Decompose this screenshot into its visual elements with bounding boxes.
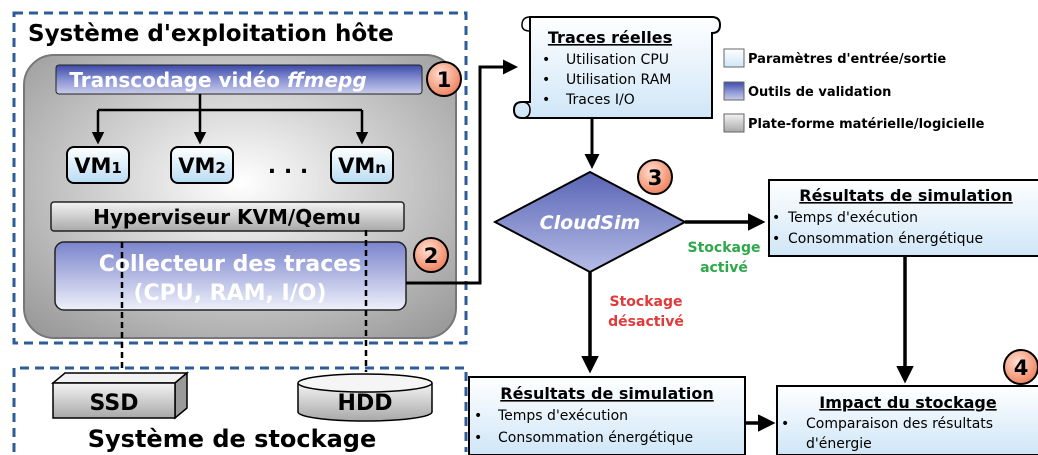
- vm-2: VM2: [170, 146, 234, 184]
- results-off-title: Résultats de simulation: [500, 384, 714, 403]
- transcoding-label: Transcodage vidéo ffmepg: [69, 68, 366, 92]
- vm-1: VM1: [66, 146, 130, 184]
- results-on-box: [768, 179, 1038, 257]
- results-off-bullet-1: •: [474, 408, 482, 424]
- svg-text:SSD: SSD: [90, 391, 139, 416]
- legend-item-platform: Plate-forme matérielle/logicielle: [748, 117, 985, 132]
- impact-title: Impact du stockage: [819, 393, 997, 412]
- storage-on-label-2: activé: [700, 260, 748, 276]
- legend-item-validation: Outils de validation: [748, 85, 891, 100]
- results-on-item-2: Consommation énergétique: [788, 231, 983, 247]
- step-badge-3: 3: [637, 159, 673, 195]
- collector-to-traces-arrow: [406, 59, 518, 285]
- results-on-bullet-2: •: [772, 231, 780, 247]
- transcoding-bar: [55, 64, 423, 95]
- traces-item-3: Traces I/O: [565, 92, 635, 108]
- host-os-title: Système d'exploitation hôte: [28, 21, 394, 47]
- traces-scroll: [512, 16, 722, 119]
- hypervisor-label: Hyperviseur KVM/Qemu: [93, 205, 361, 229]
- distribution-arrows: [91, 94, 369, 145]
- storage-off-label-2: désactivé: [608, 314, 684, 330]
- legend-swatch-validation: [723, 81, 745, 101]
- traces-title: Traces réelles: [548, 28, 672, 47]
- svg-text:HDD: HDD: [338, 391, 393, 416]
- vm-ellipsis: . . .: [268, 154, 308, 179]
- cloudsim-label: CloudSim: [540, 212, 641, 234]
- svg-text:VMn: VMn: [338, 154, 386, 178]
- step-badge-2: 2: [413, 237, 449, 273]
- legend-swatch-io: [723, 48, 745, 68]
- storage-on-label-1: Stockage: [688, 240, 761, 256]
- collector-box: [54, 241, 407, 311]
- impact-item-1: Comparaison des résultats: [806, 416, 993, 432]
- impact-box: [776, 385, 1038, 455]
- hdd-device: HDD: [297, 373, 433, 422]
- step-badge-1: 1: [426, 61, 462, 97]
- legend-item-io: Paramètres d'entrée/sortie: [748, 52, 946, 67]
- results-off-bullet-2: •: [474, 430, 482, 446]
- svg-text:4: 4: [1014, 356, 1029, 380]
- traces-item-1: Utilisation CPU: [566, 52, 669, 68]
- hypervisor-bar: [50, 201, 405, 232]
- collector-label-line2: (CPU, RAM, I/O): [133, 281, 326, 306]
- svg-text:2: 2: [424, 244, 439, 268]
- results-on-bullet-1: •: [772, 210, 780, 226]
- results-off-box: [468, 376, 746, 455]
- traces-bullet-3: •: [542, 92, 550, 108]
- storage-title: Système de stockage: [88, 425, 377, 453]
- host-os-frame: [12, 11, 468, 345]
- traces-bullet-1: •: [542, 52, 550, 68]
- svg-text:3: 3: [648, 166, 663, 190]
- collector-label-line1: Collecteur des traces: [99, 252, 362, 277]
- vm-n: VMn: [330, 146, 394, 184]
- traces-item-2: Utilisation RAM: [566, 72, 671, 88]
- step-badge-4: 4: [1003, 349, 1038, 385]
- results-off-item-2: Consommation énergétique: [498, 430, 693, 446]
- storage-off-label-1: Stockage: [610, 294, 683, 310]
- storage-frame: [12, 366, 468, 452]
- impact-item-2: d'énergie: [806, 436, 872, 452]
- svg-text:1: 1: [437, 68, 452, 92]
- legend-swatch-platform: [723, 113, 745, 133]
- results-on-title: Résultats de simulation: [799, 186, 1013, 205]
- traces-bullet-2: •: [542, 72, 550, 88]
- results-on-item-1: Temps d'exécution: [787, 210, 918, 226]
- svg-text:VM2: VM2: [178, 154, 226, 178]
- results-off-item-1: Temps d'exécution: [497, 408, 628, 424]
- impact-bullet-1: •: [781, 416, 789, 432]
- legend: Paramètres d'entrée/sortie Outils de val…: [723, 48, 985, 133]
- ssd-device: SSD: [50, 371, 190, 420]
- svg-text:VM1: VM1: [74, 154, 122, 178]
